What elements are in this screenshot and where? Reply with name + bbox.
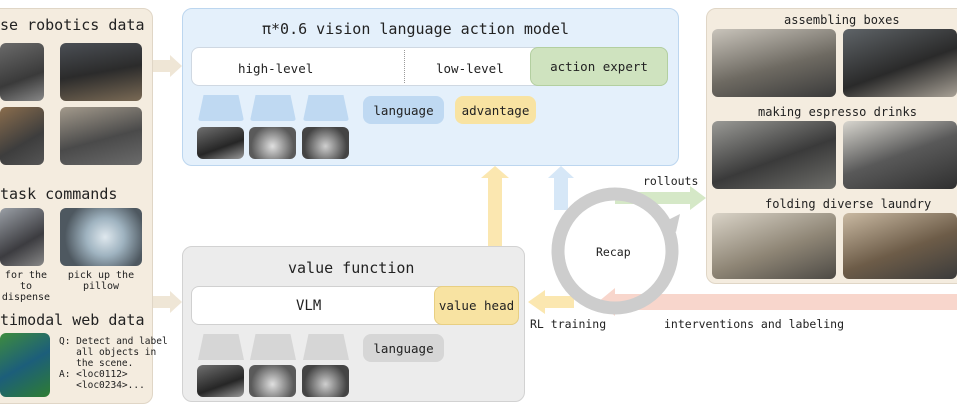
task-commands-title: task commands	[0, 185, 118, 203]
robot-photo-2	[60, 43, 142, 101]
recap-ring-arrowhead	[664, 214, 680, 232]
task-folding-laundry: folding diverse laundry	[765, 197, 932, 211]
robot-photo-3	[0, 107, 44, 165]
language-token: language	[363, 96, 444, 124]
image-token-2	[250, 95, 296, 121]
robot-photo-4	[60, 107, 142, 165]
web-data-title: timodal web data	[0, 311, 145, 329]
boxes-photo-1	[712, 29, 836, 97]
task-assembling-boxes: assembling boxes	[784, 13, 900, 27]
task-making-espresso: making espresso drinks	[758, 105, 917, 119]
vlm-label: VLM	[296, 298, 322, 314]
advantage-token: advantage	[455, 96, 536, 124]
level-divider	[404, 50, 405, 83]
espresso-photo-1	[712, 121, 836, 189]
arrow-data-to-value	[153, 291, 182, 313]
command-caption-1: for the to dispense	[1, 270, 51, 303]
arrow-deploy-up	[548, 166, 574, 210]
robotics-data-title: se robotics data	[0, 16, 145, 34]
value-image-token-3	[303, 334, 349, 360]
robot-photo-1	[0, 43, 44, 101]
recap-label: Recap	[596, 245, 631, 259]
espresso-photo-2	[843, 121, 957, 189]
image-token-1	[198, 95, 244, 121]
image-token-3	[303, 95, 349, 121]
value-camera-image-1	[197, 365, 244, 397]
interventions-label: interventions and labeling	[664, 317, 845, 331]
web-photo	[0, 333, 50, 397]
web-qa-text: Q: Detect and label all objects in the s…	[59, 336, 168, 391]
value-language-token: language	[363, 334, 444, 362]
command-photo-1	[0, 208, 44, 266]
high-level-label: high-level	[238, 61, 314, 76]
value-head-block: value head	[434, 286, 519, 325]
value-image-token-1	[198, 334, 244, 360]
value-image-token-2	[250, 334, 296, 360]
arrow-advantage-up	[481, 166, 509, 246]
arrow-data-to-vla	[153, 55, 182, 77]
boxes-photo-2	[843, 29, 957, 97]
recap-ring	[551, 187, 679, 315]
value-camera-image-2	[249, 365, 296, 397]
value-function-title: value function	[288, 259, 415, 277]
arrow-rl-training	[528, 290, 574, 314]
rollouts-label: rollouts	[643, 174, 699, 188]
action-expert-block: action expert	[530, 47, 668, 86]
camera-image-3	[302, 127, 349, 159]
laundry-photo-2	[843, 213, 957, 279]
command-photo-2	[60, 208, 142, 266]
command-caption-2: pick up the pillow	[67, 270, 135, 292]
value-camera-image-3	[302, 365, 349, 397]
arrow-interventions	[598, 288, 957, 316]
laundry-photo-1	[712, 213, 836, 279]
camera-image-2	[249, 127, 296, 159]
low-level-label: low-level	[436, 61, 504, 76]
camera-image-1	[197, 127, 244, 159]
rl-training-label: RL training	[530, 317, 607, 331]
vla-model-title: π*0.6 vision language action model	[262, 20, 570, 38]
